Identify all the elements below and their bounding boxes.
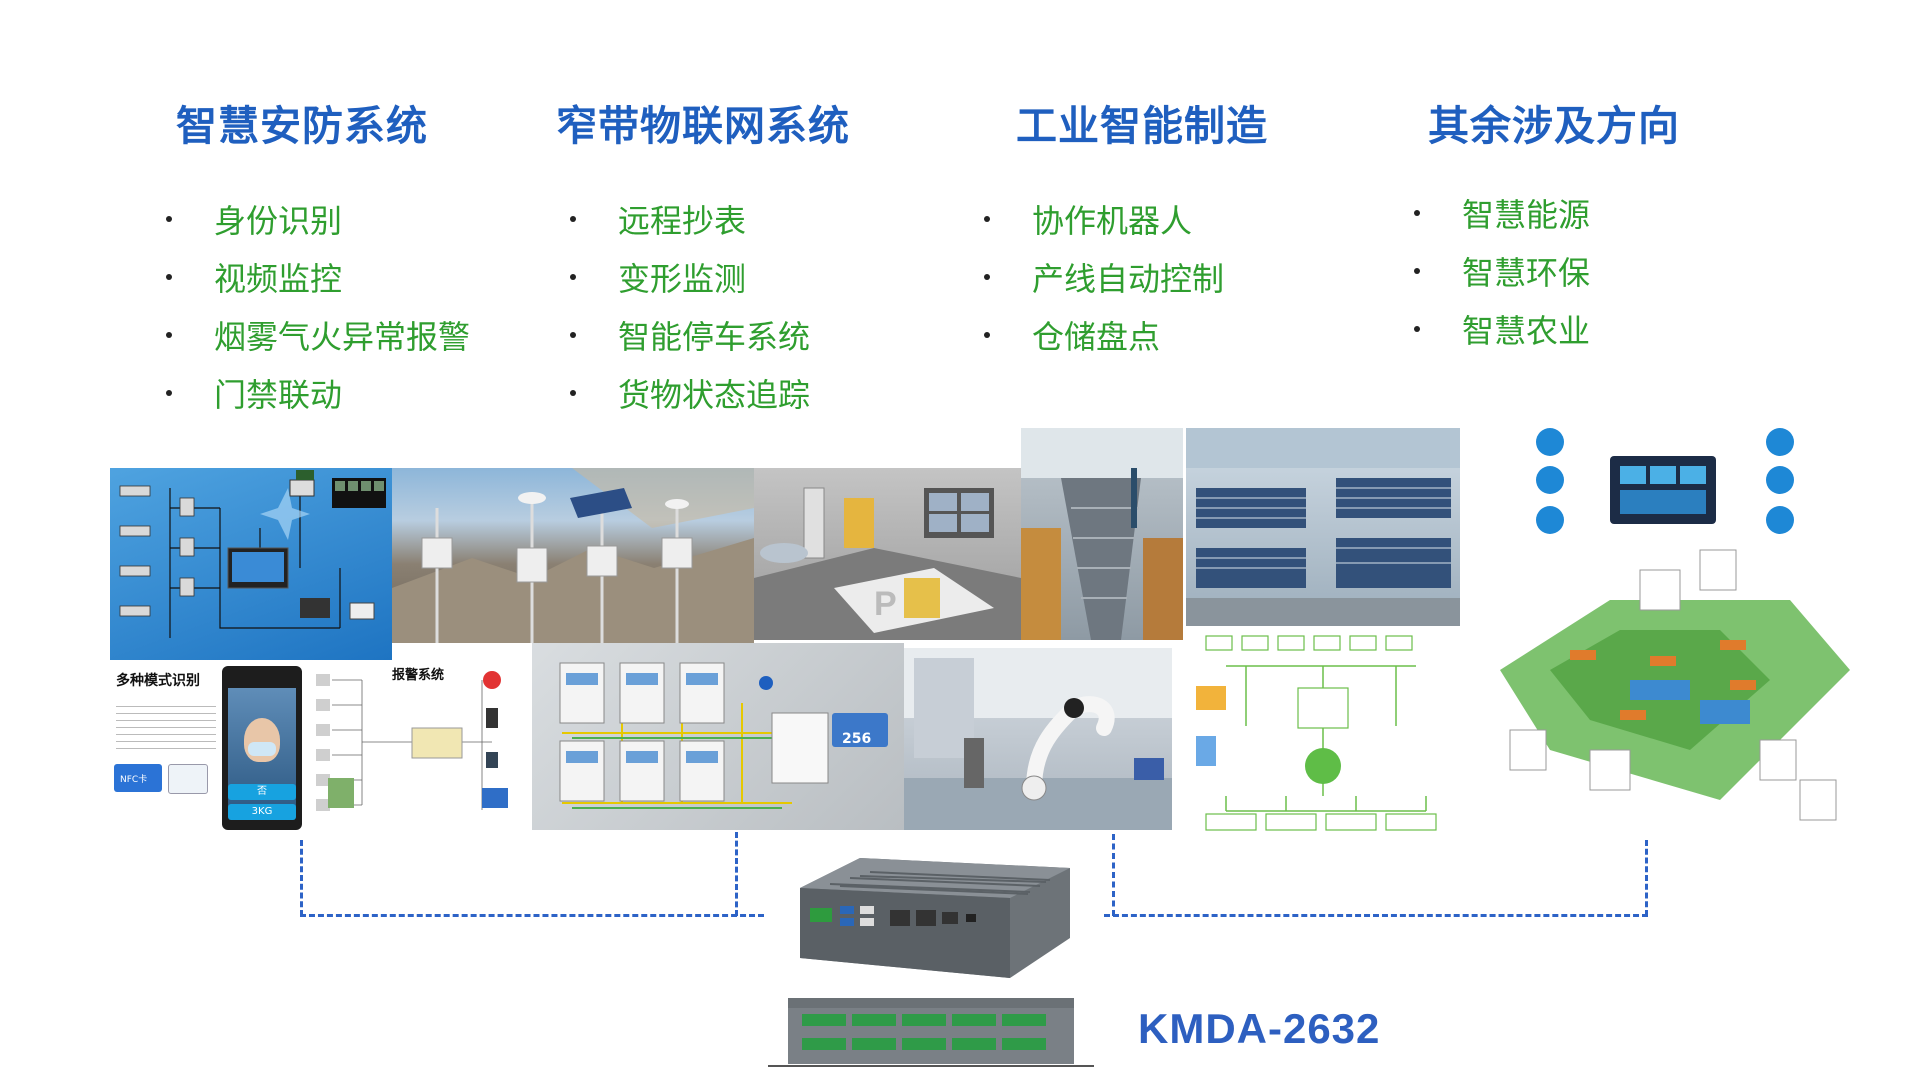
list-item: 产线自动控制 bbox=[984, 248, 1224, 306]
nbiot-list: 远程抄表 变形监测 智能停车系统 货物状态追踪 bbox=[570, 190, 810, 422]
industrial-pc-top-image bbox=[790, 848, 1080, 986]
bullet-icon bbox=[570, 332, 576, 338]
nfc-card: NFC卡 bbox=[114, 764, 162, 792]
face-recognition-image: 多种模式识别 NFC卡 否 3KG bbox=[110, 660, 302, 830]
list-item: 视频监控 bbox=[166, 248, 470, 306]
bullet-icon bbox=[570, 390, 576, 396]
connector-left-vertical bbox=[300, 840, 303, 916]
list-item: 智慧农业 bbox=[1414, 300, 1590, 358]
list-item: 仓储盘点 bbox=[984, 306, 1224, 364]
list-item: 变形监测 bbox=[570, 248, 810, 306]
bullet-icon bbox=[166, 216, 172, 222]
bullet-icon bbox=[1414, 210, 1420, 216]
face-recognition-title: 多种模式识别 bbox=[116, 673, 200, 689]
bullet-icon bbox=[1414, 326, 1420, 332]
smart-environment-diagram bbox=[1186, 626, 1460, 836]
smart-energy-factory-photo bbox=[1186, 428, 1460, 626]
collaborative-robot-photo bbox=[904, 648, 1172, 830]
smart-parking-image: P bbox=[754, 468, 1021, 640]
column-title-security: 智慧安防系统 bbox=[176, 102, 428, 150]
bullet-icon bbox=[1414, 268, 1420, 274]
bullet-icon bbox=[570, 216, 576, 222]
list-item: 智慧能源 bbox=[1414, 184, 1590, 242]
face-result-button: 否 bbox=[228, 784, 296, 800]
svg-text:P: P bbox=[874, 585, 897, 623]
face-terminal: 否 3KG bbox=[222, 666, 302, 830]
list-item: 货物状态追踪 bbox=[570, 364, 810, 422]
id-card bbox=[168, 764, 208, 794]
list-item: 智慧环保 bbox=[1414, 242, 1590, 300]
connector-robot-vertical bbox=[1112, 834, 1115, 916]
security-list: 身份识别 视频监控 烟雾气火异常报警 门禁联动 bbox=[166, 190, 470, 422]
device-model-label: KMDA-2632 bbox=[1138, 1005, 1381, 1052]
bullet-icon bbox=[166, 390, 172, 396]
face-recognition-text bbox=[116, 700, 216, 752]
column-title-nbiot: 窄带物联网系统 bbox=[556, 102, 850, 150]
other-list: 智慧能源 智慧环保 智慧农业 bbox=[1414, 184, 1590, 358]
column-title-industrial: 工业智能制造 bbox=[1016, 102, 1268, 150]
column-title-other: 其余涉及方向 bbox=[1428, 102, 1680, 150]
industrial-pc-front-image bbox=[768, 994, 1094, 1068]
meter-reading-value: 256 bbox=[842, 731, 872, 747]
list-item: 协作机器人 bbox=[984, 190, 1224, 248]
bullet-icon bbox=[166, 274, 172, 280]
industrial-list: 协作机器人 产线自动控制 仓储盘点 bbox=[984, 190, 1224, 364]
bullet-icon bbox=[984, 274, 990, 280]
bullet-icon bbox=[570, 274, 576, 280]
list-item: 身份识别 bbox=[166, 190, 470, 248]
face-weight-button: 3KG bbox=[228, 804, 296, 820]
list-item: 门禁联动 bbox=[166, 364, 470, 422]
alarm-system-title: 报警系统 bbox=[392, 668, 445, 683]
smart-agriculture-illustration bbox=[1490, 420, 1850, 840]
conveyor-production-photo bbox=[1021, 428, 1183, 640]
bullet-icon bbox=[166, 332, 172, 338]
list-item: 远程抄表 bbox=[570, 190, 810, 248]
list-item: 烟雾气火异常报警 bbox=[166, 306, 470, 364]
list-item: 智能停车系统 bbox=[570, 306, 810, 364]
deformation-monitoring-photo bbox=[392, 468, 754, 643]
bullet-icon bbox=[984, 332, 990, 338]
connector-right-vertical bbox=[1645, 840, 1648, 916]
meter-reading-image: 256 bbox=[532, 643, 904, 830]
alarm-system-image: 报警系统 bbox=[302, 660, 532, 830]
connector-left-horizontal bbox=[300, 914, 764, 917]
face-mask bbox=[248, 742, 276, 756]
connector-right-horizontal bbox=[1104, 914, 1648, 917]
bullet-icon bbox=[984, 216, 990, 222]
security-camera-diagram-image bbox=[110, 468, 392, 660]
connector-meter-vertical bbox=[735, 832, 738, 916]
